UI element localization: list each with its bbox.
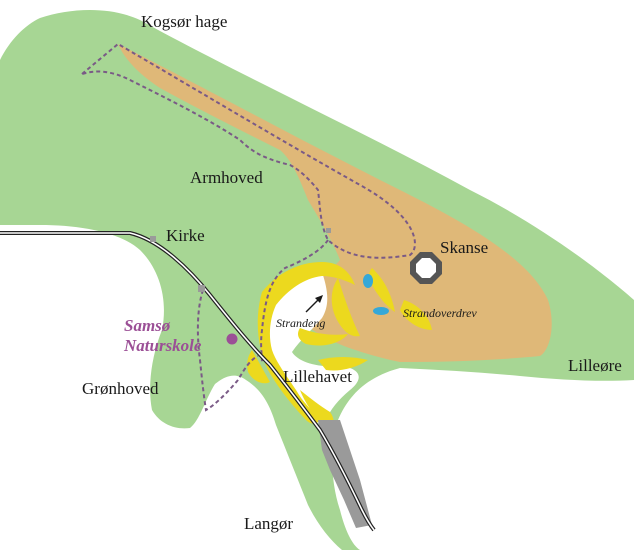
school-marker-icon <box>226 333 238 345</box>
building-marker-icon <box>198 285 205 292</box>
label-gronhoved: Grønhoved <box>82 379 159 398</box>
arrow-icon <box>305 295 323 313</box>
heath-area <box>118 44 552 362</box>
label-armhoved: Armhoved <box>190 168 263 187</box>
pond <box>363 274 373 288</box>
walking-path <box>196 289 259 412</box>
label-strandoverdrev: Strandoverdrev <box>403 306 477 320</box>
church-marker-icon <box>150 236 156 242</box>
label-strandeng: Strandeng <box>276 316 325 330</box>
label-school-line1: Samsø <box>124 316 171 335</box>
building-marker-icon <box>326 228 331 233</box>
lagoon <box>264 272 359 424</box>
fort-icon <box>410 252 442 284</box>
label-school-line2: Naturskole <box>123 336 202 355</box>
pond <box>373 307 389 315</box>
label-kogsor: Kogsør hage <box>141 12 227 31</box>
label-kirke: Kirke <box>166 226 205 245</box>
marsh-strip <box>369 268 395 312</box>
marsh-strip <box>331 278 360 337</box>
label-langor: Langør <box>244 514 293 533</box>
road-inner <box>0 232 375 531</box>
marsh-strip <box>298 328 348 346</box>
label-lilleore: Lilleøre <box>568 356 622 375</box>
label-skanse: Skanse <box>440 238 488 257</box>
walking-path <box>81 42 416 259</box>
marsh-strip <box>400 300 432 330</box>
label-lillehavet: Lillehavet <box>283 367 352 386</box>
marsh-strip <box>318 357 368 371</box>
